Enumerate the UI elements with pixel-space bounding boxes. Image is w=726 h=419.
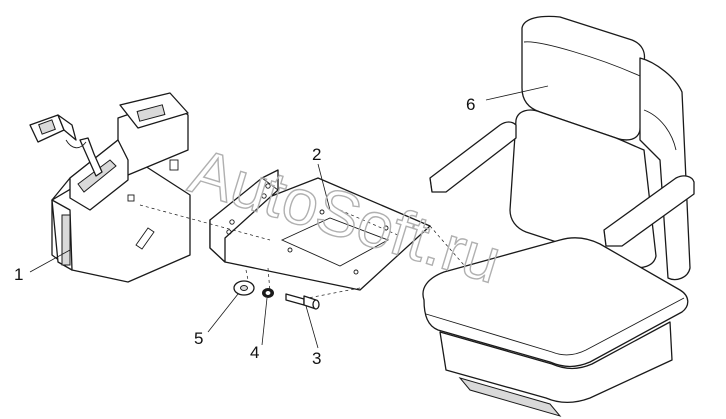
part-4-spring-washer xyxy=(262,288,274,298)
callout-5: 5 xyxy=(194,329,203,348)
callout-3: 3 xyxy=(312,349,321,368)
callout-6: 6 xyxy=(466,95,475,114)
callout-2: 2 xyxy=(312,145,321,164)
part-3-bolt xyxy=(285,293,320,310)
callout-1: 1 xyxy=(14,265,23,284)
callout-4: 4 xyxy=(250,343,259,362)
part-2-mounting-bracket xyxy=(209,169,431,291)
part-1-control-console xyxy=(29,92,191,283)
part-6-seat xyxy=(422,15,695,417)
leader-lines xyxy=(29,85,549,349)
assembly-lines xyxy=(139,204,471,299)
part-5-washer xyxy=(233,280,255,296)
